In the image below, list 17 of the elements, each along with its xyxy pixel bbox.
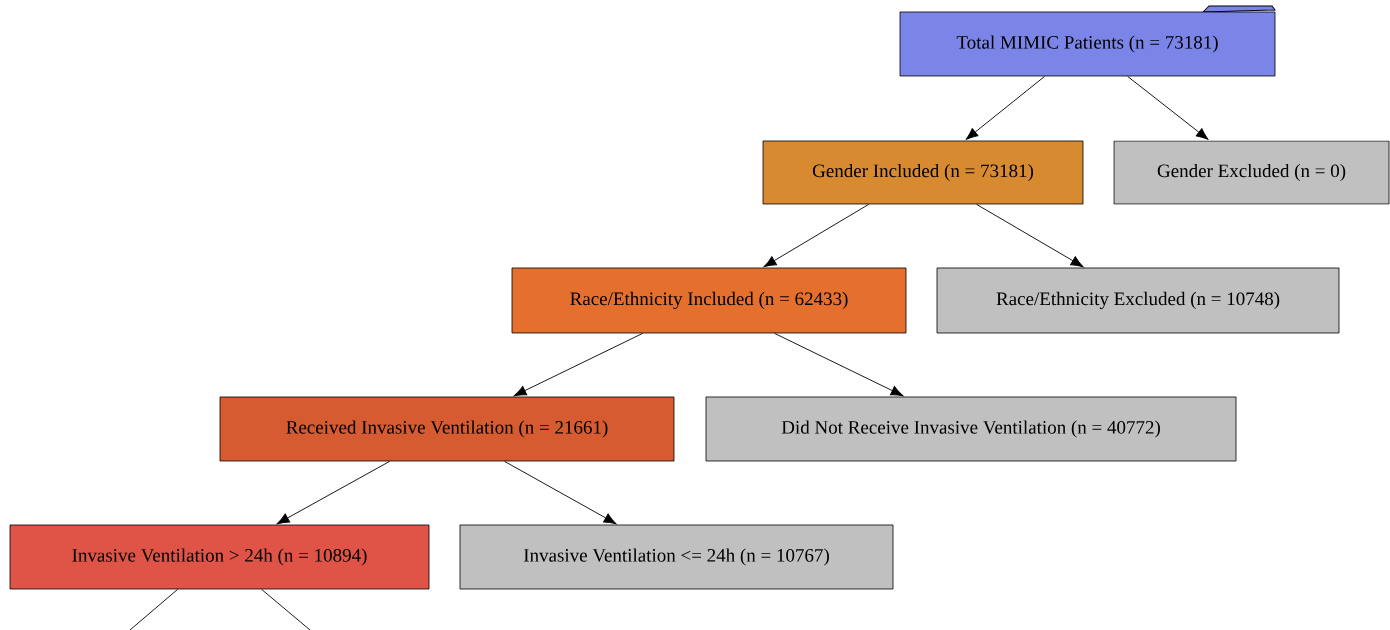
process-box: Invasive Ventilation <= 24h (n = 10767) (459, 524, 894, 590)
process-box: Received Invasive Ventilation (n = 21661) (219, 396, 675, 462)
arrow (513, 332, 644, 397)
process-box: Did Not Receive Invasive Ventilation (n = 40772) (705, 396, 1237, 462)
process-box: Gender Included (n = 73181) (762, 140, 1084, 205)
process-box: Invasive Ventilation > 24h (n = 10894) (9, 524, 430, 590)
arrow (976, 203, 1084, 268)
process-box: Race/Ethnicity Included (n = 62433) (511, 267, 907, 334)
folder-box: Total MIMIC Patients (n = 73181) (899, 5, 1276, 77)
arrow (504, 460, 617, 525)
arrow (763, 203, 870, 268)
arrow (1127, 75, 1209, 140)
arrow (965, 75, 1046, 140)
arrow (276, 460, 391, 525)
process-box: Gender Excluded (n = 0) (1113, 140, 1390, 205)
arrow (774, 332, 904, 397)
process-box: Race/Ethnicity Excluded (n = 10748) (936, 267, 1340, 334)
